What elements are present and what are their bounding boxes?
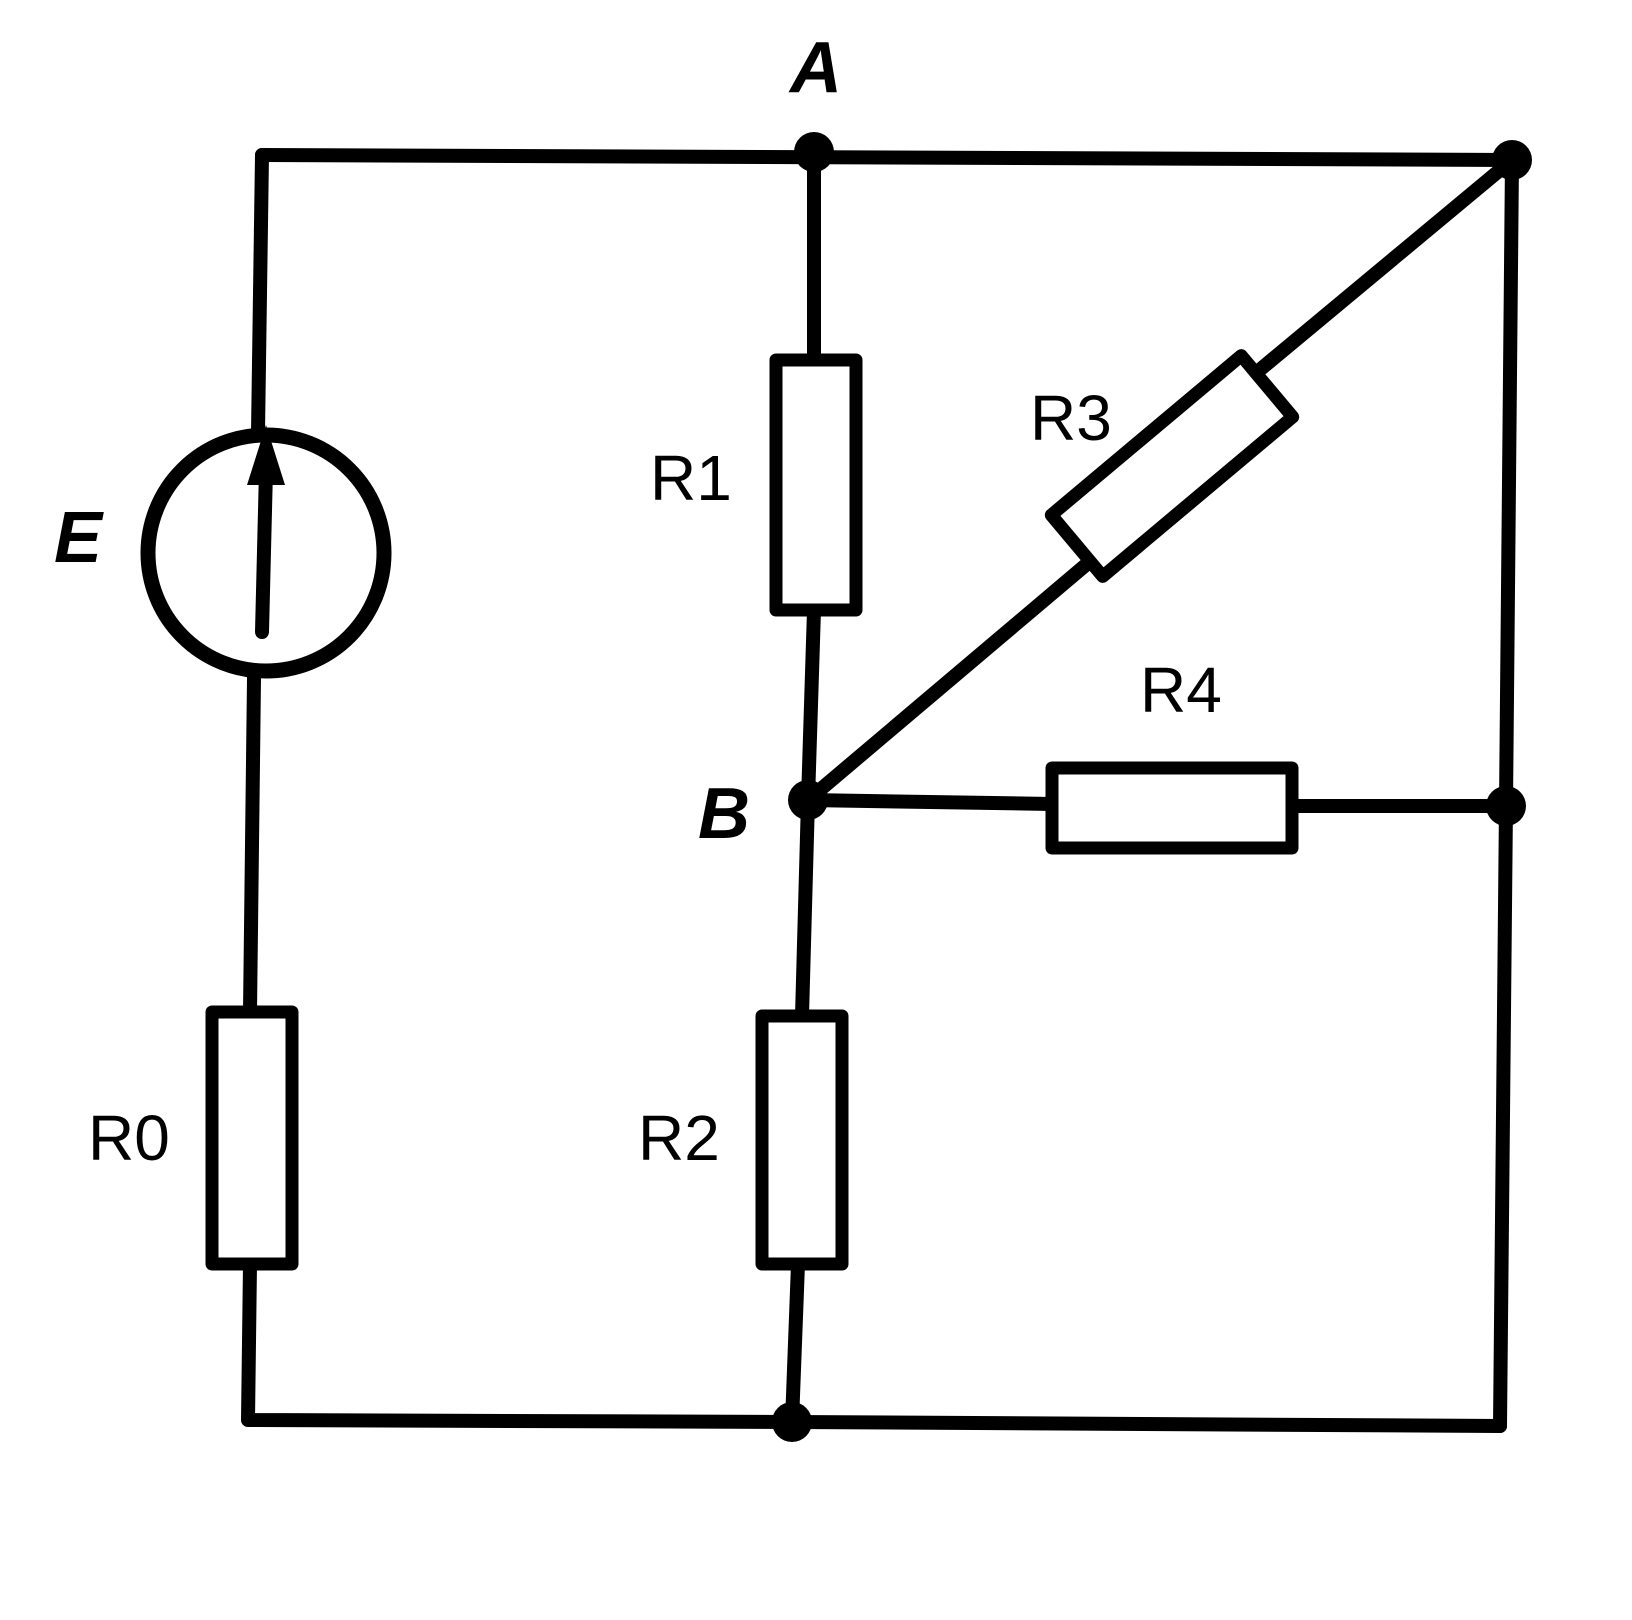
wire-middle-b-to-r2 [795,793,815,1023]
source-arrow-shaft-icon [255,463,273,639]
source-label: E [54,498,104,578]
resistor-r4 [1045,761,1299,855]
node-b-label: B [698,774,750,854]
wire-top [255,148,1519,167]
wire-left-lower [241,1257,799,1429]
wire-left-middle [243,671,261,1019]
resistor-r0 [205,1005,299,1271]
source-arrow-head-icon [247,425,285,485]
resistor-r3 [1044,349,1300,583]
wire-middle-r1-to-b [801,603,821,807]
node-a-dot [794,132,834,172]
voltage-source [140,425,392,679]
resistor-r3-label: R3 [1030,382,1112,454]
resistor-r2 [755,1009,849,1271]
wire-left-upper [251,148,269,439]
wire-r3-lower [801,551,1101,807]
node-right-middle-dot [1486,786,1526,826]
node-b-dot [788,780,828,820]
resistor-r4-label: R4 [1140,654,1222,726]
wire-r4-left [801,793,1059,811]
wire-r3-upper [1243,153,1519,385]
resistor-r1-label: R1 [650,442,732,514]
wire-middle-lower [785,1257,805,1429]
node-bottom-dot [772,1402,812,1442]
resistor-r0-label: R0 [88,1102,170,1174]
resistor-r2-label: R2 [638,1102,720,1174]
wire-bottom [785,1415,1507,1433]
resistor-r1 [769,353,863,617]
node-a-label: A [788,28,842,108]
node-top-right-dot [1492,140,1532,180]
